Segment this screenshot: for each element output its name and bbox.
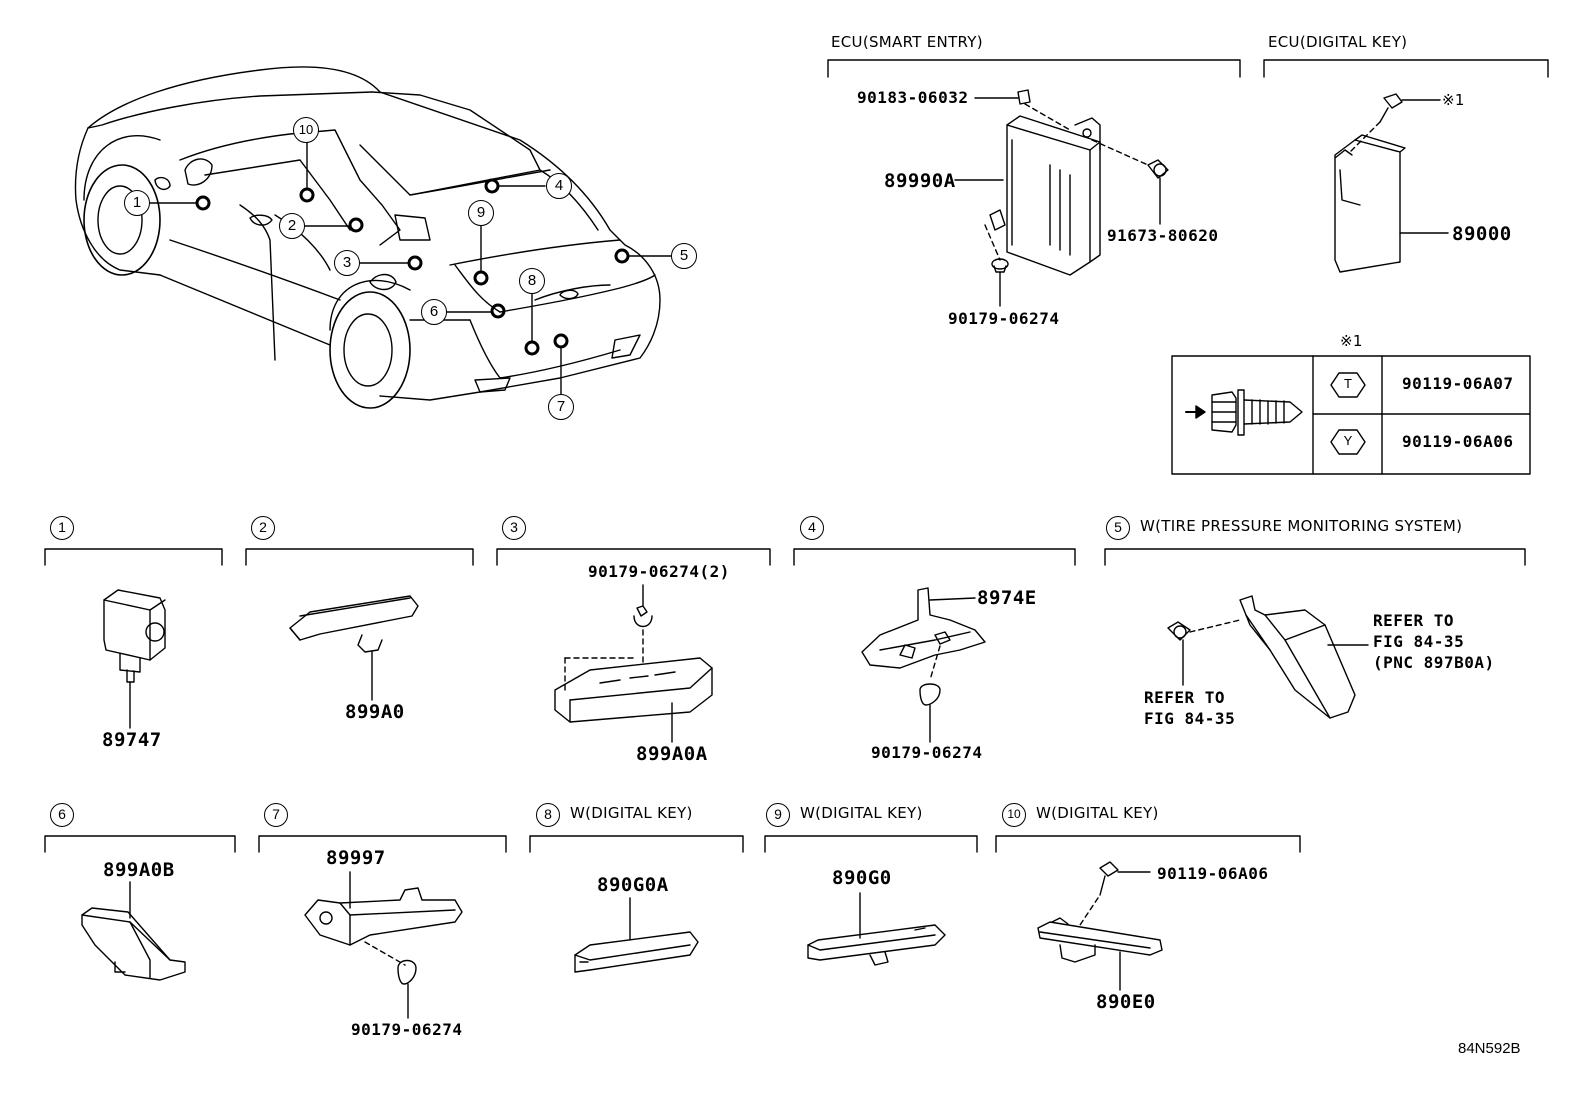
part-number-90179-06274-ecu: 90179-06274: [948, 309, 1060, 328]
part-89747-drawing: [103, 589, 166, 729]
section-number-10: 10: [1002, 803, 1026, 827]
section-title-digital-key: ECU(DIGITAL KEY): [1268, 33, 1408, 51]
part-899A0-drawing: [289, 595, 419, 701]
part-890E0-drawing: [1037, 861, 1163, 991]
bolt-table: [1171, 355, 1531, 475]
callout-8: 8: [519, 268, 545, 294]
diagram-id: 84N592B: [1458, 1040, 1521, 1057]
part-number-91673-80620: 91673-80620: [1107, 226, 1219, 245]
refer-bolt-line-2: FIG 84-35: [1144, 709, 1236, 728]
part-number-899A0B: 899A0B: [103, 859, 175, 881]
callout-5: 5: [671, 243, 697, 269]
section-title-8: W(DIGITAL KEY): [570, 804, 693, 822]
part-number-90119-06A06-table: 90119-06A06: [1402, 432, 1514, 451]
part-number-89747: 89747: [102, 729, 162, 751]
car-illustration: [74, 66, 672, 409]
callout-4: 4: [546, 173, 572, 199]
part-number-890G0A: 890G0A: [597, 874, 669, 896]
section-title-5: W(TIRE PRESSURE MONITORING SYSTEM): [1140, 517, 1463, 535]
part-number-899A0: 899A0: [345, 701, 405, 723]
refer-line-1: REFER TO: [1373, 611, 1455, 630]
bolt-mark-t: T: [1344, 376, 1352, 391]
callout-3: 3: [334, 250, 360, 276]
section-number-3: 3: [502, 516, 526, 540]
part-number-90119-06A06-s10: 90119-06A06: [1157, 864, 1269, 883]
part-number-899A0A: 899A0A: [636, 743, 708, 765]
part-number-890G0: 890G0: [832, 867, 892, 889]
bolt-table-header: ※1: [1340, 332, 1363, 350]
callout-9: 9: [468, 200, 494, 226]
section-number-4: 4: [800, 516, 824, 540]
part-number-8974E: 8974E: [977, 587, 1037, 609]
callout-6: 6: [421, 299, 447, 325]
part-890G0A-drawing: [574, 897, 699, 973]
part-number-89000: 89000: [1452, 223, 1512, 245]
part-890G0-drawing: [807, 892, 946, 966]
part-899A0A-drawing: [554, 584, 713, 743]
part-number-89990A: 89990A: [884, 170, 956, 192]
section-title-9: W(DIGITAL KEY): [800, 804, 923, 822]
part-number-90183-06032: 90183-06032: [857, 88, 969, 107]
ecu-digital-key-drawing: [1334, 93, 1449, 273]
callout-1: 1: [124, 190, 150, 216]
refer-bolt-line-1: REFER TO: [1144, 688, 1226, 707]
section-title-10: W(DIGITAL KEY): [1036, 804, 1159, 822]
ecu-smart-entry-drawing: [954, 89, 1169, 307]
section-number-8: 8: [536, 803, 560, 827]
section-number-7: 7: [264, 803, 288, 827]
section-number-9: 9: [766, 803, 790, 827]
note-reference-1: ※1: [1442, 91, 1465, 109]
section-number-1: 1: [50, 516, 74, 540]
part-899A0B-drawing: [81, 881, 186, 981]
callout-10: 10: [293, 117, 319, 143]
callout-2: 2: [279, 213, 305, 239]
part-number-90119-06A07: 90119-06A07: [1402, 374, 1514, 393]
part-number-890E0: 890E0: [1096, 991, 1156, 1013]
section-title-smart-entry: ECU(SMART ENTRY): [831, 33, 983, 51]
part-number-90179-06274-s7: 90179-06274: [351, 1020, 463, 1039]
refer-line-2: FIG 84-35: [1373, 632, 1465, 651]
section-number-5: 5: [1106, 516, 1130, 540]
section-number-6: 6: [50, 803, 74, 827]
part-8974E-drawing: [861, 587, 986, 743]
refer-line-3: (PNC 897B0A): [1373, 653, 1495, 672]
part-tpms-drawing: [1167, 595, 1369, 719]
part-89997-drawing: [304, 871, 463, 1019]
callout-7: 7: [548, 394, 574, 420]
part-number-90179-06274-x2: 90179-06274(2): [588, 562, 730, 581]
bolt-mark-y: Y: [1343, 433, 1353, 448]
section-number-2: 2: [251, 516, 275, 540]
part-number-89997: 89997: [326, 847, 386, 869]
part-number-90179-06274-s4: 90179-06274: [871, 743, 983, 762]
